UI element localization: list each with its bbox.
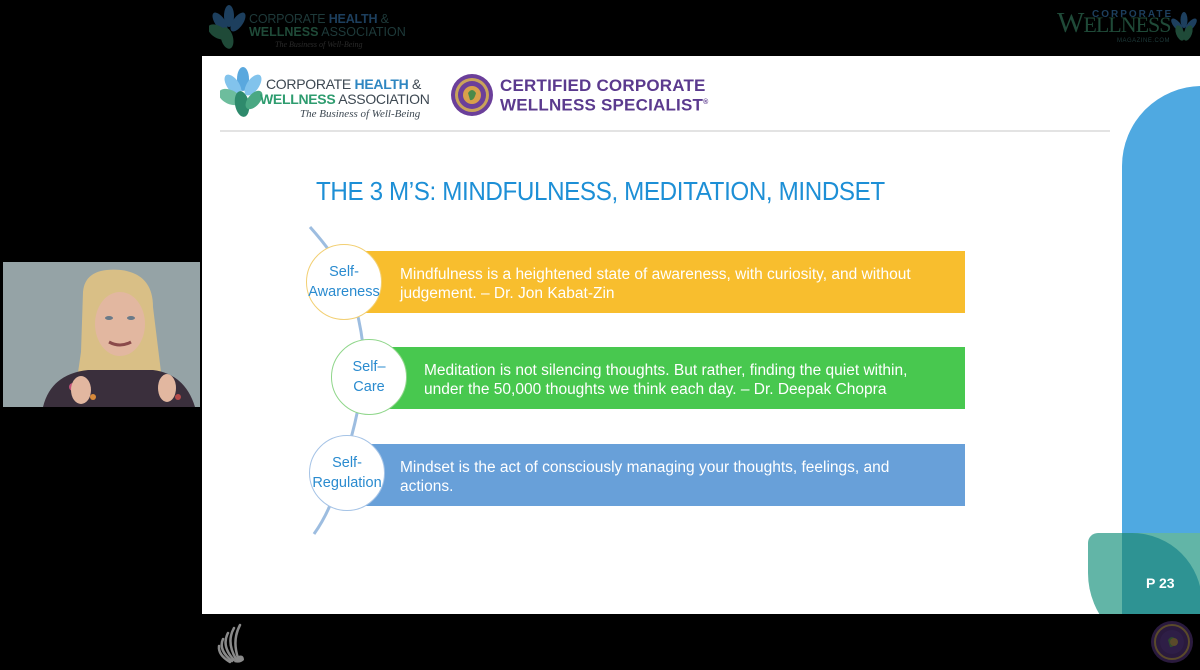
slide-title: THE 3 M’S: MINDFULNESS, MEDITATION, MIND… [316, 176, 885, 206]
presentation-slide: P 23 CORPORATE HEALTH & WELLNESS ASSOCIA… [202, 56, 1200, 614]
meditation-quote-bar: Meditation is not silencing thoughts. Bu… [368, 347, 965, 409]
decorative-blue-shape [1122, 86, 1200, 614]
header-divider [220, 130, 1110, 132]
mindset-quote-line2: actions. [400, 478, 454, 495]
self-awareness-circle: Self- Awareness [306, 244, 382, 320]
circle-label-line2: Care [353, 379, 385, 395]
leaf-logo-icon [209, 5, 246, 49]
certification-seal-icon [451, 74, 493, 116]
page-number: P 23 [1146, 575, 1175, 591]
mindset-quote-line1: Mindset is the act of consciously managi… [400, 459, 890, 476]
top-logo-tagline: The Business of Well-Being [275, 40, 363, 49]
top-logo-line1: CORPORATE HEALTH & [249, 12, 389, 26]
leaf-logo-icon [220, 67, 263, 117]
top-logo-line2: WELLNESS ASSOCIATION [249, 25, 406, 39]
magazine-url: MAGAZINE.COM [1117, 38, 1171, 44]
association-logo-tagline: The Business of Well-Being [300, 108, 421, 120]
mindfulness-quote-line1: Mindfulness is a heightened state of awa… [400, 266, 911, 283]
association-logo-line2: WELLNESS ASSOCIATION [260, 91, 430, 107]
mindfulness-quote-line2: judgement. – Dr. Jon Kabat-Zin [400, 285, 615, 302]
top-association-logo: CORPORATE HEALTH & WELLNESS ASSOCIATION … [205, 2, 406, 52]
wellness-magazine-logo: WELLNESS CORPORATE MAGAZINE.COM [1055, 6, 1200, 51]
wellness-wordmark: WELLNESS [1057, 7, 1172, 39]
wing-logo-icon [217, 623, 244, 664]
circle-label-line1: Self- [329, 264, 359, 280]
circle-label-line1: Self– [352, 359, 386, 375]
mindset-quote-bar: Mindset is the act of consciously managi… [348, 444, 965, 506]
connector-line [308, 225, 366, 535]
self-regulation-circle: Self- Regulation [309, 435, 385, 511]
presenter-video[interactable] [3, 262, 200, 407]
presenter-image [3, 262, 200, 407]
circle-label-line2: Regulation [312, 475, 382, 491]
meditation-quote-line1: Meditation is not silencing thoughts. Bu… [424, 362, 908, 379]
circle-label-line1: Self- [332, 455, 362, 471]
corporate-wordmark: CORPORATE [1092, 9, 1174, 20]
association-logo-line1: CORPORATE HEALTH & [266, 76, 422, 92]
mindfulness-quote-bar: Mindfulness is a heightened state of awa… [348, 251, 965, 313]
circle-label-line2: Awareness [308, 284, 380, 300]
certification-seal-icon [1151, 621, 1193, 663]
leaf-logo-icon [1171, 12, 1197, 41]
meditation-quote-line2: under the 50,000 thoughts we think each … [424, 381, 887, 398]
association-logo: CORPORATE HEALTH & WELLNESS ASSOCIATION … [220, 62, 440, 124]
self-care-circle: Self– Care [331, 339, 407, 415]
